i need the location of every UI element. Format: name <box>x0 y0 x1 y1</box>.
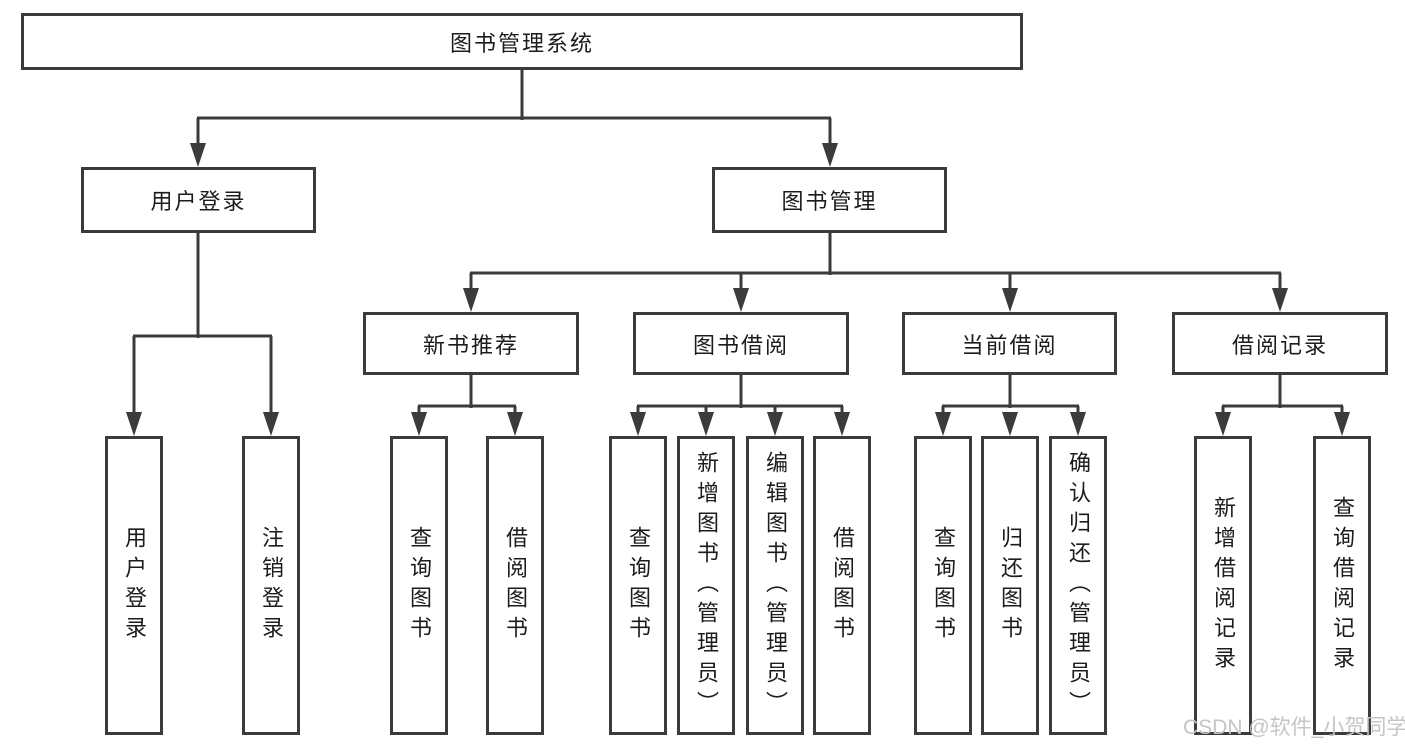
leaf-label: 确认归还（管理员） <box>1066 450 1091 721</box>
leaf-label: 查询借阅记录 <box>1330 495 1355 676</box>
leaf-label: 用户登录 <box>122 525 147 646</box>
leaf-edit-books-admin: 编辑图书（管理员） <box>746 436 804 735</box>
node-book-management: 图书管理 <box>712 167 947 233</box>
leaf-borrow-books-recommend: 借阅图书 <box>486 436 544 735</box>
leaf-query-books-recommend: 查询图书 <box>390 436 448 735</box>
leaf-confirm-return-admin: 确认归还（管理员） <box>1049 436 1107 735</box>
node-current-borrowing: 当前借阅 <box>902 312 1117 375</box>
node-label: 图书借阅 <box>692 332 789 358</box>
leaf-label: 查询图书 <box>931 525 956 646</box>
leaf-add-books-admin: 新增图书（管理员） <box>677 436 735 735</box>
leaf-label: 新增图书（管理员） <box>694 450 719 721</box>
node-book-management-system: 图书管理系统 <box>21 13 1023 70</box>
node-label: 图书管理系统 <box>449 30 594 56</box>
leaf-logout: 注销登录 <box>242 436 300 735</box>
node-label: 图书管理 <box>781 189 878 214</box>
csdn-watermark: CSDN @软件_小贺同学 <box>1183 716 1405 739</box>
leaf-label: 归还图书 <box>998 525 1023 646</box>
node-user-login: 用户登录 <box>81 167 316 233</box>
leaf-return-books: 归还图书 <box>981 436 1039 735</box>
node-label: 新书推荐 <box>422 332 519 358</box>
leaf-query-books-current: 查询图书 <box>914 436 972 735</box>
leaf-query-borrow-record: 查询借阅记录 <box>1313 436 1371 735</box>
leaf-query-books-borrow: 查询图书 <box>609 436 667 735</box>
leaf-label: 借阅图书 <box>830 525 855 646</box>
leaf-user-login: 用户登录 <box>105 436 163 735</box>
arrowheads <box>126 143 1350 436</box>
elbow-lines <box>132 70 1344 415</box>
leaf-label: 新增借阅记录 <box>1211 495 1236 676</box>
leaf-label: 注销登录 <box>259 525 284 646</box>
leaf-borrow-books: 借阅图书 <box>813 436 871 735</box>
node-label: 用户登录 <box>150 189 247 214</box>
leaf-label: 编辑图书（管理员） <box>763 450 788 721</box>
leaf-label: 借阅图书 <box>503 525 528 646</box>
node-borrowing-records: 借阅记录 <box>1172 312 1388 375</box>
node-book-borrowing: 图书借阅 <box>633 312 849 375</box>
leaf-label: 查询图书 <box>407 525 432 646</box>
node-label: 当前借阅 <box>961 332 1058 358</box>
leaf-label: 查询图书 <box>626 525 651 646</box>
node-label: 借阅记录 <box>1231 332 1328 358</box>
node-new-book-recommendation: 新书推荐 <box>363 312 579 375</box>
leaf-add-borrow-record: 新增借阅记录 <box>1194 436 1252 735</box>
